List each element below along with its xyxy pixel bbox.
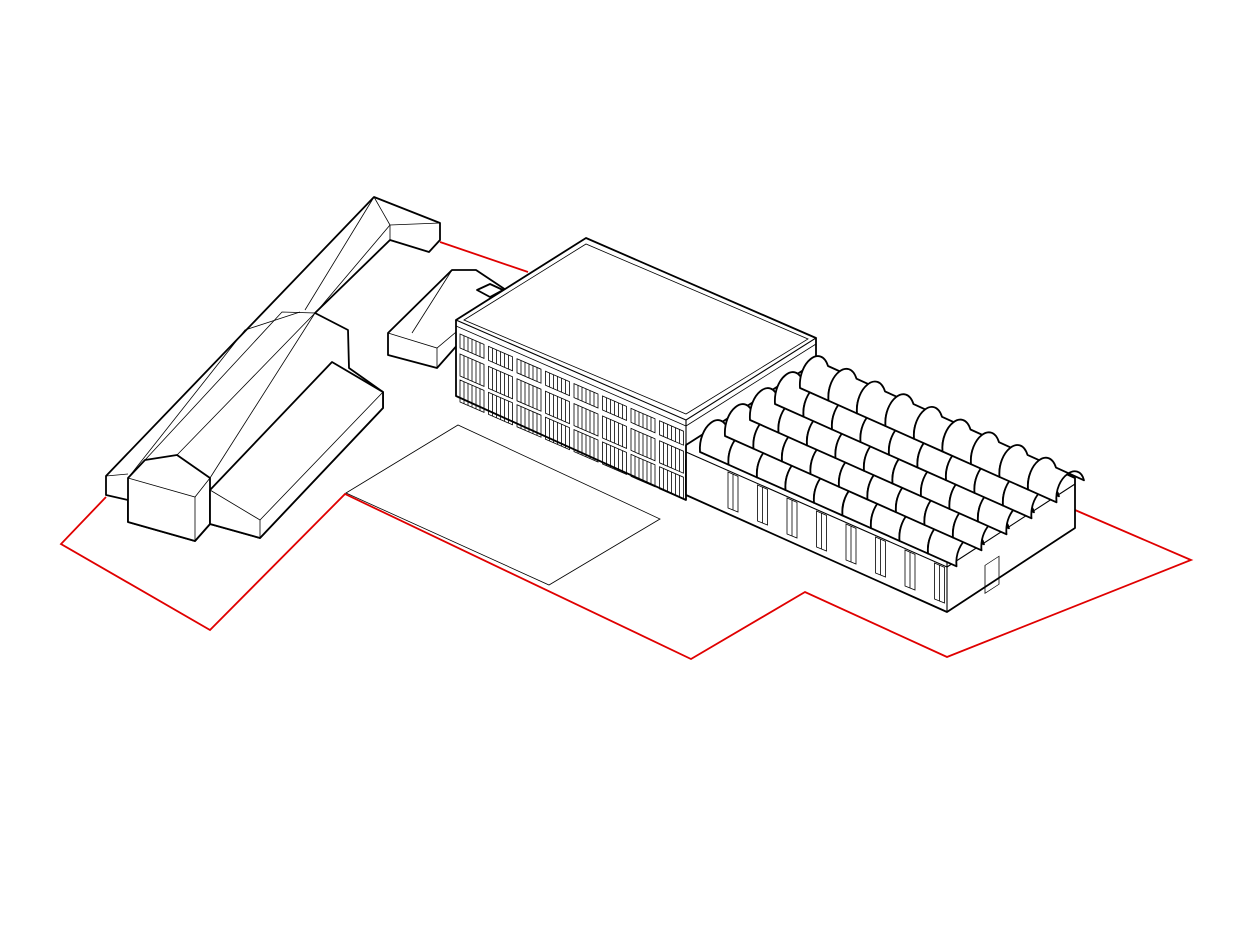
end-door [984,555,1000,594]
long-shed-building [105,196,441,542]
hall-window [757,484,768,526]
site-boundary [59,241,1194,661]
roof-vaults [699,355,1085,568]
vaulted-hall-building [685,355,1085,613]
hall-window [875,536,886,578]
courtyard-outline [345,424,661,586]
main-block-windows [459,333,684,500]
site-boundary-line [59,492,1194,661]
vaulted-hall-windows [727,471,945,604]
hall-window [904,549,916,591]
hall-window [786,497,798,539]
vault [1027,456,1085,504]
hall-window [816,510,827,552]
hall-window [727,471,739,513]
hall-window [934,562,945,604]
site-boundary-segment-north [439,241,529,273]
hall-window [845,523,857,565]
